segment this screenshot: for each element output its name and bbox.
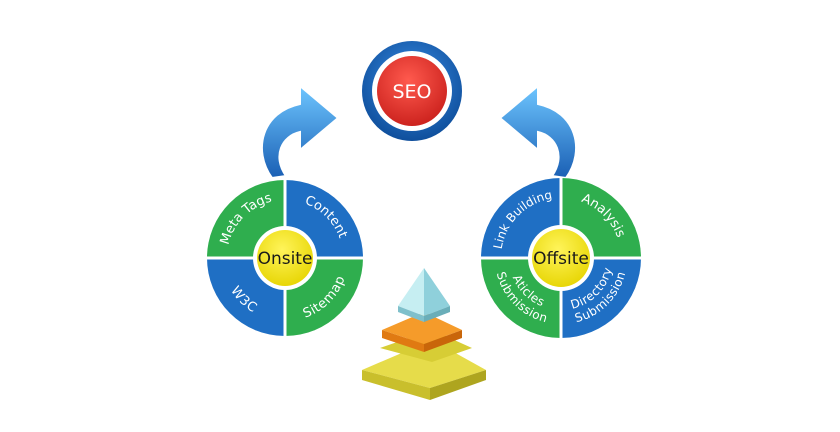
seo-badge: SEO (362, 41, 462, 141)
left-curved-arrow-icon (262, 86, 338, 178)
seo-label: SEO (392, 81, 431, 103)
offsite-hub-label: Offsite (533, 249, 589, 269)
pyramid-icon (362, 268, 486, 400)
onsite-hub-label: Onsite (258, 249, 313, 269)
right-curved-arrow-icon (500, 86, 576, 178)
onsite-wheel: Onsite Meta Tags Content W3C Sitemap (207, 180, 363, 336)
offsite-wheel: Offsite Link Building Analysis Aticles S… (481, 178, 641, 338)
